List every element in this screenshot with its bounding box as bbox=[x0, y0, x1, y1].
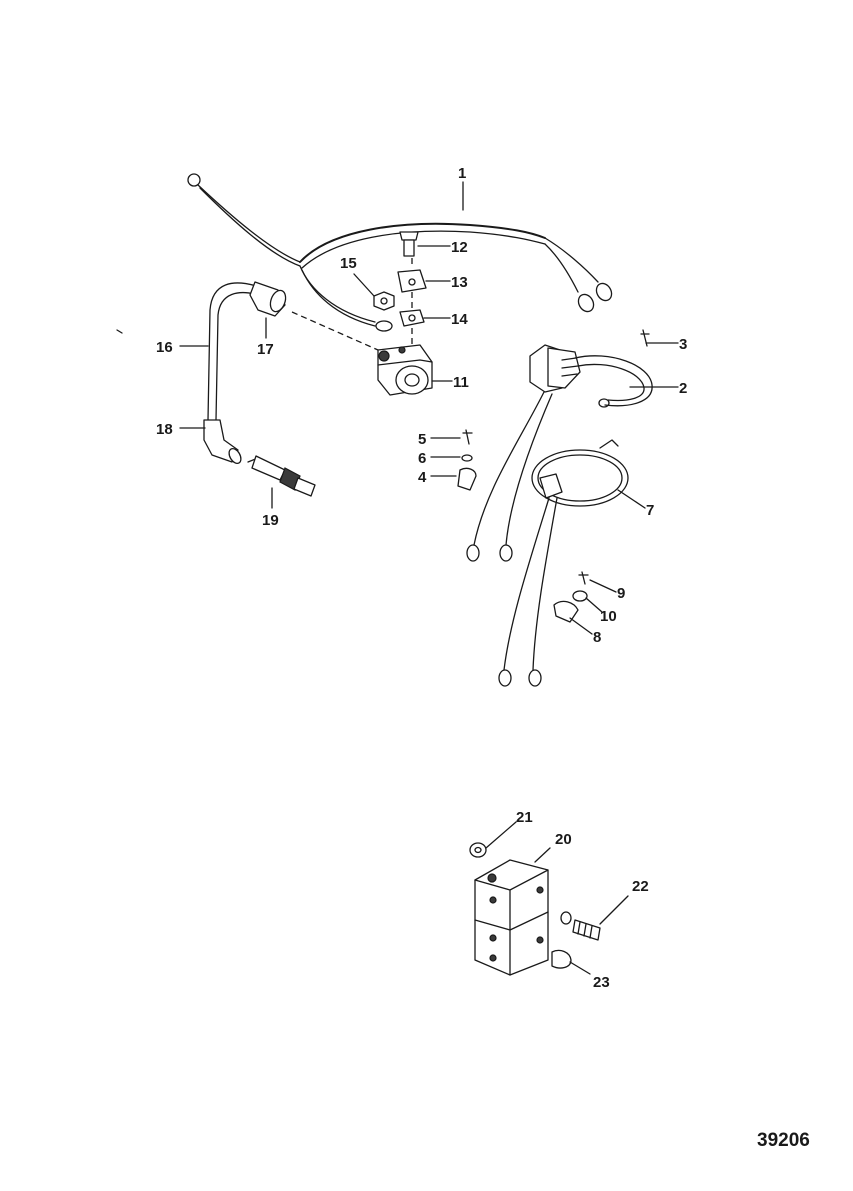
high-tension-lead bbox=[203, 281, 287, 465]
callout-19: 19 bbox=[262, 512, 279, 529]
trigger-assembly bbox=[457, 329, 653, 562]
callout-2: 2 bbox=[679, 380, 687, 397]
callout-5: 5 bbox=[418, 431, 426, 448]
callout-10: 10 bbox=[600, 608, 617, 625]
ignition-coil bbox=[377, 344, 433, 396]
callout-4: 4 bbox=[418, 469, 427, 486]
callout-6: 6 bbox=[418, 450, 426, 467]
callout-20: 20 bbox=[555, 831, 572, 848]
callout-23: 23 bbox=[593, 974, 610, 991]
callout-15: 15 bbox=[340, 255, 357, 272]
switch-box bbox=[469, 842, 601, 976]
callout-12: 12 bbox=[451, 239, 468, 256]
callout-8: 8 bbox=[593, 629, 601, 646]
callout-3: 3 bbox=[679, 336, 687, 353]
callout-11: 11 bbox=[453, 374, 469, 391]
wire-harness bbox=[187, 173, 613, 327]
callout-21: 21 bbox=[516, 809, 533, 826]
callout-1: 1 bbox=[458, 165, 466, 182]
callout-22: 22 bbox=[632, 878, 649, 895]
leader-lines bbox=[179, 181, 679, 975]
callout-labels: 1 2 3 4 5 6 7 8 9 10 11 12 13 14 15 16 1… bbox=[156, 165, 687, 991]
charge-coil-assembly bbox=[498, 439, 629, 687]
stray-mark bbox=[116, 329, 123, 334]
callout-17: 17 bbox=[257, 341, 274, 358]
callout-18: 18 bbox=[156, 421, 173, 438]
callout-14: 14 bbox=[451, 311, 468, 328]
callout-16: 16 bbox=[156, 339, 173, 356]
callout-9: 9 bbox=[617, 585, 625, 602]
spark-plug bbox=[247, 455, 316, 497]
callout-13: 13 bbox=[451, 274, 468, 291]
coil-hardware bbox=[291, 231, 427, 351]
figure-number: 39206 bbox=[757, 1130, 810, 1151]
callout-7: 7 bbox=[646, 502, 654, 519]
